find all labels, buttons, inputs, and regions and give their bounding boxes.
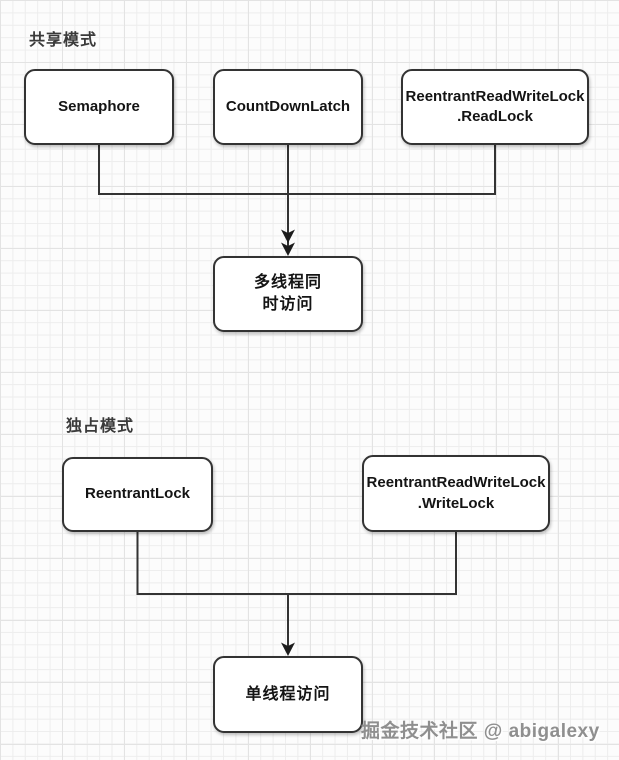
node-multi-thread-access: 多线程同 时访问 (213, 256, 363, 332)
node-readlock-text-line2: .ReadLock (457, 108, 533, 125)
exclusive-mode-connector (136, 532, 457, 650)
node-writelock-text-line1: ReentrantReadWriteLock (366, 474, 546, 492)
exclusive-mode-arrowhead (281, 642, 295, 656)
node-semaphore: Semaphore (24, 69, 174, 145)
node-single-thread-access-text: 单线程访问 (245, 685, 331, 703)
shared-mode-connector (98, 145, 496, 249)
node-readlock-text-line1: ReentrantReadWriteLock (405, 87, 585, 105)
node-semaphore-text: Semaphore (58, 97, 140, 115)
node-reentrant-readwritelock-readlock: ReentrantReadWriteLock .ReadLock (401, 69, 589, 145)
node-single-thread-access: 单线程访问 (213, 656, 363, 733)
watermark-text: 掘金技术社区 @ abigalexy (361, 721, 600, 742)
node-multi-thread-access-line2: 时访问 (262, 296, 314, 313)
node-reentrantlock: ReentrantLock (62, 457, 213, 532)
node-writelock-text-line2: .WriteLock (417, 494, 495, 512)
node-reentrant-readwritelock-writelock: ReentrantReadWriteLock .WriteLock (362, 455, 550, 532)
node-reentrantlock-text: ReentrantLock (84, 485, 191, 503)
node-countdownlatch-text: CountDownLatch (225, 97, 351, 115)
shared-mode-arrowhead (281, 229, 295, 256)
node-countdownlatch: CountDownLatch (213, 69, 363, 145)
exclusive-mode-label: 独占模式 (66, 418, 135, 435)
node-multi-thread-access-line1: 多线程同 (253, 274, 322, 292)
shared-mode-label: 共享模式 (29, 32, 98, 49)
